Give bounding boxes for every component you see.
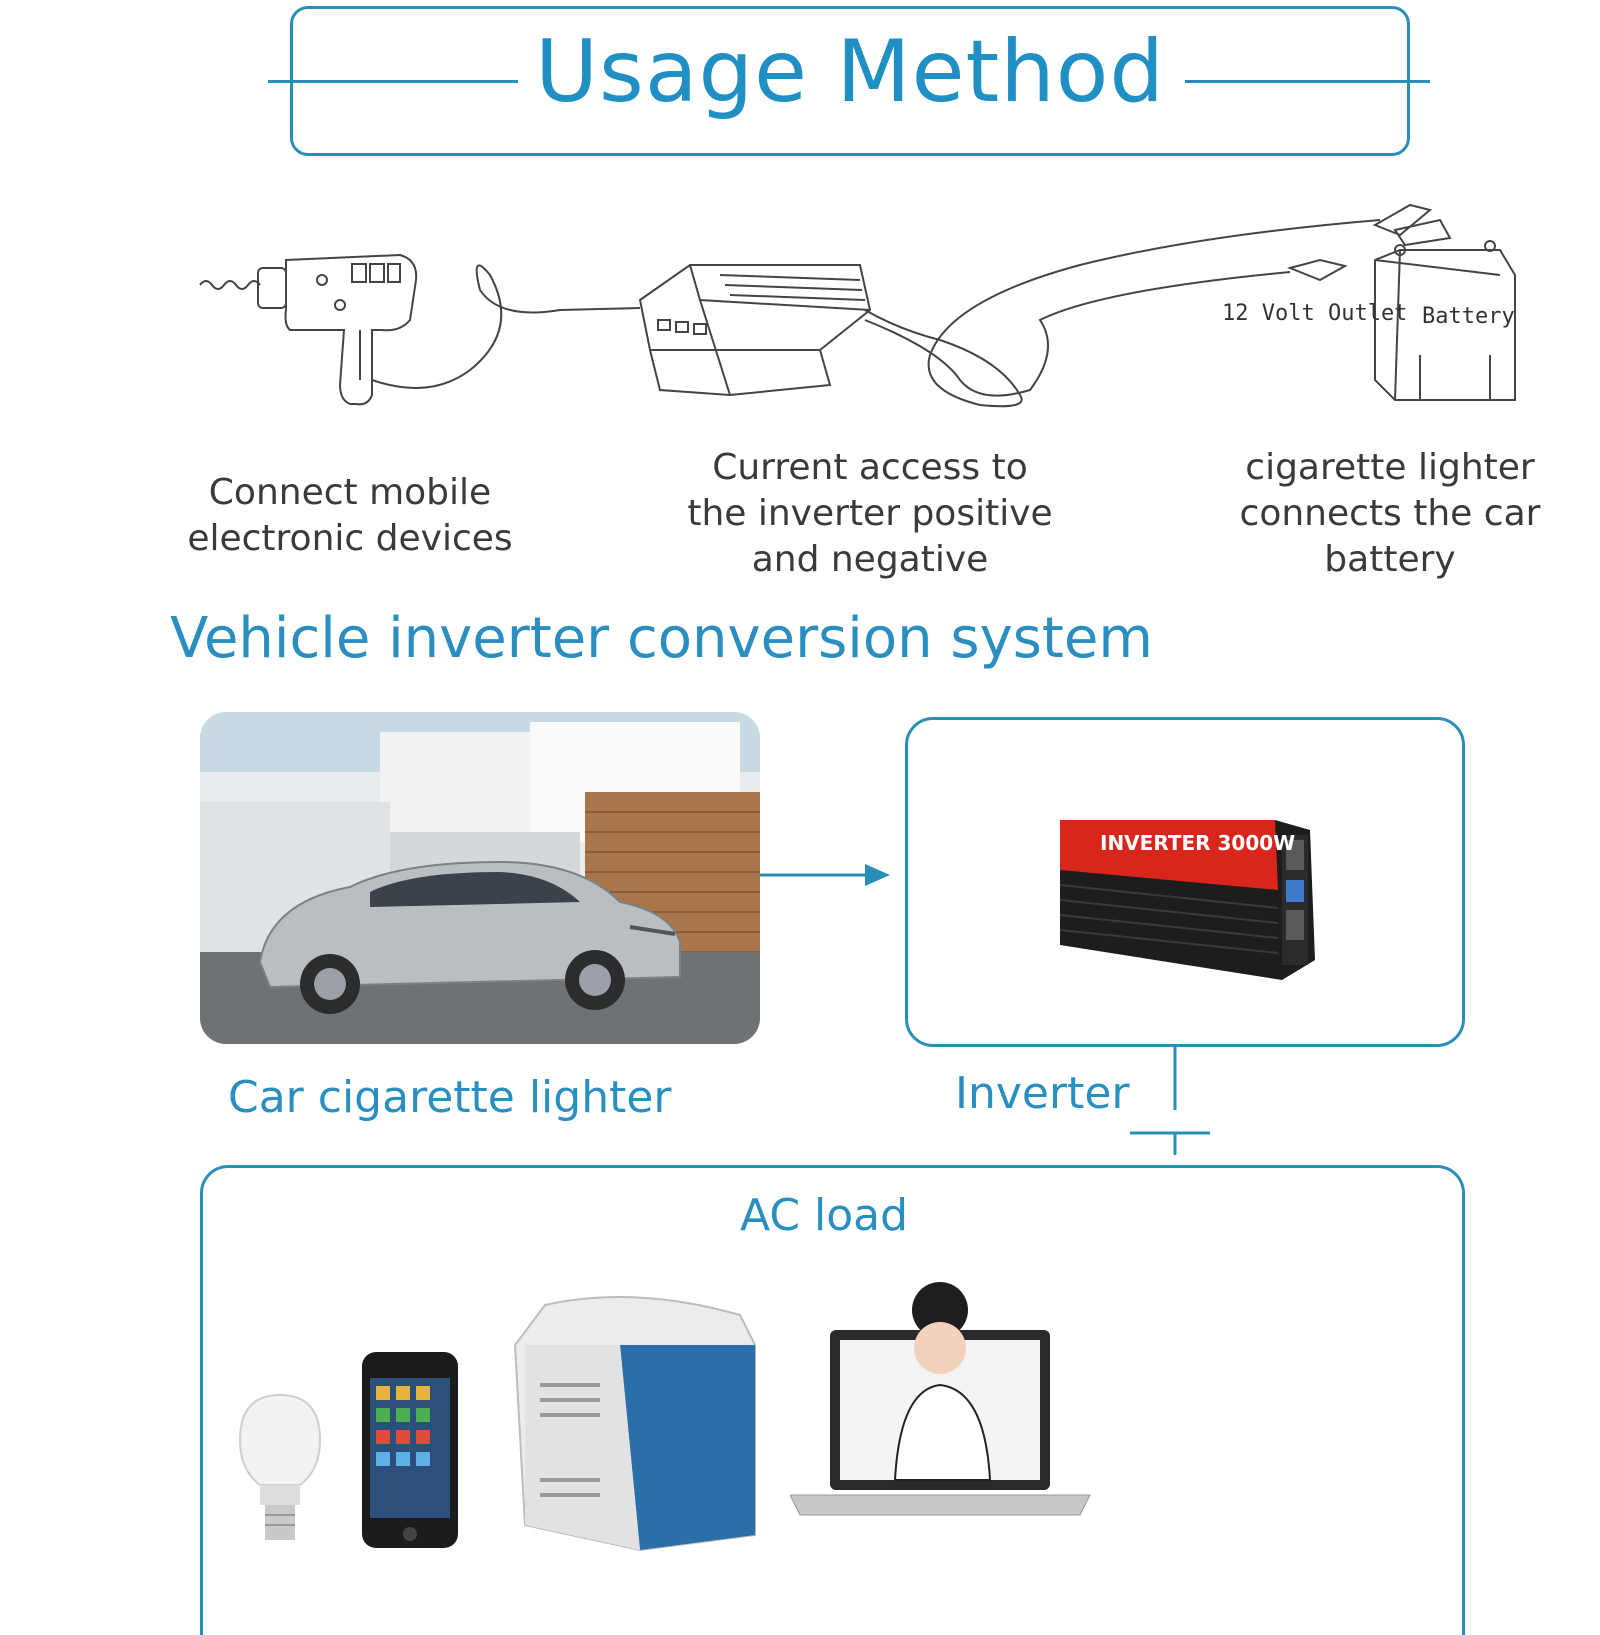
inverter-product-icon: INVERTER 3000W — [1059, 820, 1315, 980]
ac-load-label: AC load — [740, 1190, 909, 1241]
ac-load-frame — [200, 1165, 1465, 1635]
page-title: Usage Method — [535, 22, 1165, 122]
section-title: Vehicle inverter conversion system — [170, 606, 1153, 671]
title-rule-right — [1185, 80, 1430, 83]
car-photo — [200, 712, 760, 1044]
light-bulb-icon — [238, 1393, 322, 1540]
arrow-right-icon — [760, 864, 890, 886]
step-caption-devices: Connect mobile electronic devices — [187, 472, 513, 559]
wiring-sketch: 12 Volt Outlet Battery — [199, 203, 1516, 408]
inverter-product-text: INVERTER 3000W — [1100, 831, 1295, 855]
inverter-label: Inverter — [955, 1068, 1130, 1119]
step-caption-inverter: Current access to the inverter positive … — [687, 447, 1053, 580]
connector-line — [1130, 1047, 1210, 1155]
inverter-frame — [905, 717, 1465, 1047]
smartphone-icon — [362, 1352, 458, 1548]
outlet-label: 12 Volt Outlet — [1222, 301, 1407, 326]
step-caption-battery: cigarette lighter connects the car batte… — [1239, 447, 1541, 580]
car-icon — [258, 860, 681, 1014]
power-drill-icon — [199, 253, 641, 406]
battery-clamp-icon — [1286, 203, 1452, 282]
inverter-sketch-icon — [638, 264, 872, 397]
title-rule-left — [268, 80, 518, 83]
battery-label: Battery — [1422, 304, 1515, 329]
battery-icon — [1374, 240, 1516, 401]
laptop-icon — [790, 1282, 1091, 1516]
source-label: Car cigarette lighter — [228, 1072, 672, 1123]
portable-fridge-icon — [513, 1296, 756, 1552]
